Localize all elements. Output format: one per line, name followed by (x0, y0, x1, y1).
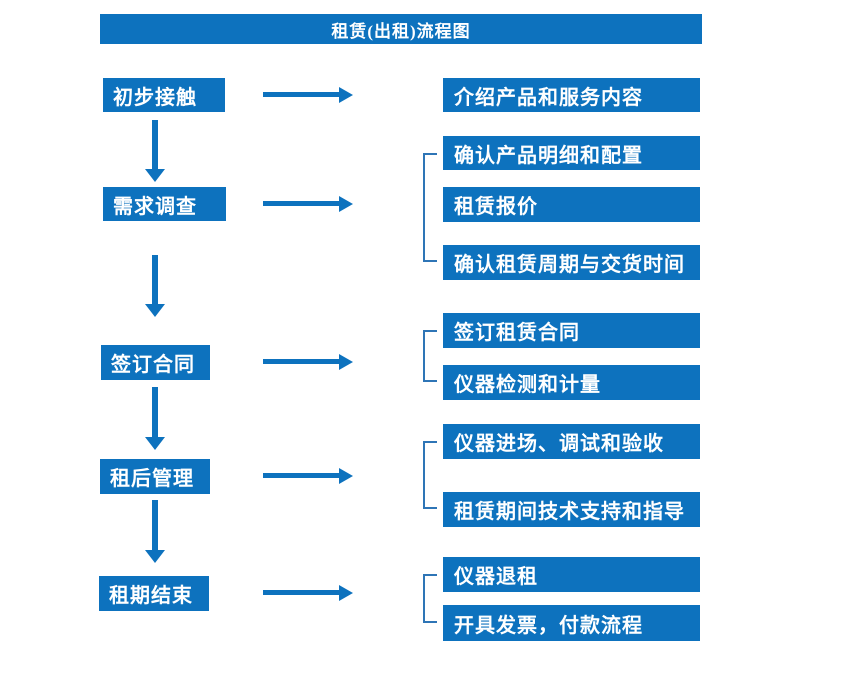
step-box-initial-contact: 初步接触 (103, 78, 225, 112)
output-box-confirm-product-details: 确认产品明细和配置 (443, 136, 700, 170)
output-box-rental-quotation: 租赁报价 (443, 187, 700, 222)
page-title: 租赁(出租)流程图 (100, 14, 702, 44)
step-box-sign-contract: 签订合同 (101, 345, 210, 380)
arrow-down-icon (145, 255, 165, 317)
arrow-right-icon (263, 468, 353, 484)
output-box-sign-rental-contract: 签订租赁合同 (443, 313, 700, 348)
output-box-introduce-products: 介绍产品和服务内容 (443, 78, 700, 112)
output-box-instrument-testing: 仪器检测和计量 (443, 365, 700, 400)
output-box-invoice-payment: 开具发票，付款流程 (443, 605, 700, 641)
group-bracket (423, 153, 437, 262)
output-box-confirm-rental-period: 确认租赁周期与交货时间 (443, 245, 700, 280)
group-bracket (423, 441, 437, 509)
output-box-instrument-return: 仪器退租 (443, 557, 700, 592)
output-box-instrument-setup: 仪器进场、调试和验收 (443, 424, 700, 459)
group-bracket (423, 330, 437, 382)
output-box-technical-support: 租赁期间技术支持和指导 (443, 492, 700, 527)
step-box-post-rental-management: 租后管理 (100, 459, 210, 494)
group-bracket (423, 574, 437, 623)
arrow-right-icon (263, 585, 353, 601)
arrow-down-icon (145, 387, 165, 450)
arrow-right-icon (263, 196, 353, 212)
step-box-demand-survey: 需求调查 (103, 187, 226, 221)
arrow-down-icon (145, 500, 165, 563)
step-box-rental-period-end: 租期结束 (99, 576, 209, 611)
arrow-right-icon (263, 354, 353, 370)
arrow-right-icon (263, 87, 353, 103)
arrow-down-icon (145, 120, 165, 182)
